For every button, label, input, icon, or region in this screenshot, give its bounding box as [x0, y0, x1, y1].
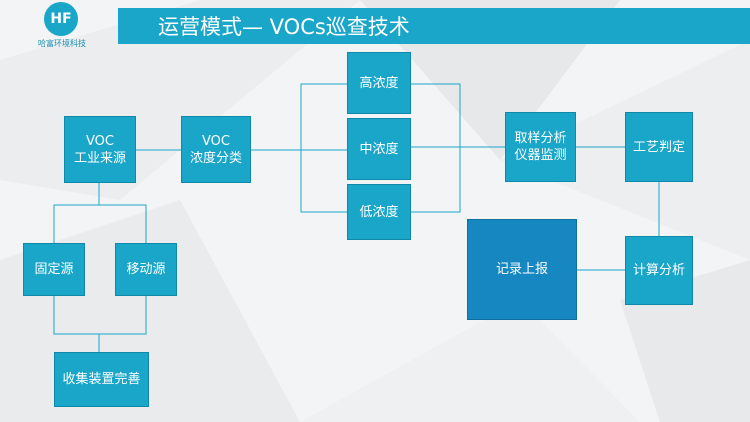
- header-bar: [118, 8, 750, 44]
- node-voc-source-line1: VOC: [86, 133, 114, 149]
- node-fixed-source: 固定源: [23, 243, 85, 296]
- node-calc-label: 计算分析: [632, 263, 685, 278]
- node-low-label: 低浓度: [359, 204, 399, 220]
- page-title: 运营模式— VOCs巡查技术: [158, 15, 410, 39]
- node-high-concentration: 高浓度: [347, 52, 411, 114]
- node-collection-improvement: 收集装置完善: [54, 352, 149, 407]
- node-voc-source-line2: 工业来源: [73, 150, 126, 166]
- node-fixed-label: 固定源: [34, 262, 74, 277]
- node-record-label: 记录上报: [495, 262, 548, 277]
- connector-right-bracket: [411, 83, 461, 213]
- node-low-concentration: 低浓度: [347, 184, 411, 240]
- node-high-label: 高浓度: [359, 75, 399, 91]
- node-voc-concentration-classify: VOC 浓度分类: [181, 116, 251, 183]
- logo-mark: HF: [44, 2, 78, 36]
- node-process-label: 工艺判定: [632, 139, 685, 155]
- node-collect-label: 收集装置完善: [62, 372, 141, 387]
- node-sampling-line2: 仪器监测: [514, 148, 567, 163]
- node-voc-classify-line2: 浓度分类: [189, 150, 242, 166]
- logo-text: 哈富环境科技: [38, 39, 86, 48]
- connector-split: [53, 204, 147, 243]
- connector-left-bracket: [300, 83, 347, 213]
- node-sampling-line1: 取样分析: [514, 131, 567, 146]
- node-record-report: 记录上报: [467, 219, 577, 320]
- node-calculation-analysis: 计算分析: [625, 236, 693, 305]
- node-mid-concentration: 中浓度: [347, 118, 411, 180]
- node-mid-label: 中浓度: [359, 141, 399, 157]
- node-voc-classify-line1: VOC: [202, 133, 230, 149]
- node-mobile-label: 移动源: [126, 262, 166, 277]
- company-logo: HF 哈富环境科技: [22, 2, 102, 48]
- node-voc-industrial-source: VOC 工业来源: [64, 116, 136, 183]
- node-sampling-monitoring: 取样分析 仪器监测: [505, 112, 576, 182]
- connector-merge: [53, 296, 147, 335]
- node-mobile-source: 移动源: [115, 243, 177, 296]
- node-process-judgment: 工艺判定: [625, 112, 693, 182]
